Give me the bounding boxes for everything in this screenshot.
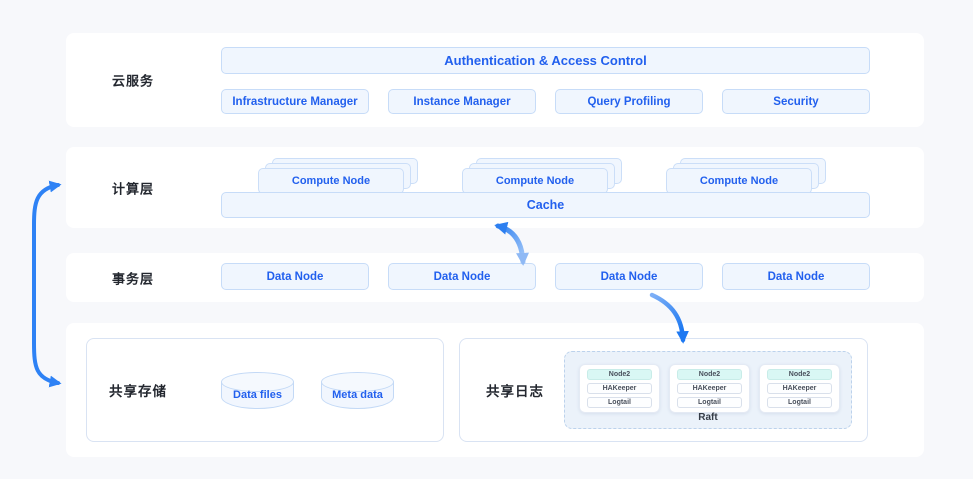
compute-node-box: Compute Node <box>666 168 812 194</box>
compute-storage-sync-arrow <box>32 180 62 388</box>
query-profiling-box: Query Profiling <box>555 89 703 114</box>
meta-data-label: Meta data <box>332 389 383 401</box>
layer-label-compute: 计算层 <box>111 181 154 196</box>
node2-chip: Node2 <box>767 369 832 380</box>
data-node-boxes: Data Node Data Node Data Node Data Node <box>221 263 870 290</box>
security-box: Security <box>722 89 870 114</box>
meta-data-cylinder: Meta data <box>321 372 394 409</box>
compute-node-stack-1: Compute Node <box>258 158 418 194</box>
compute-node-box: Compute Node <box>462 168 608 194</box>
raft-groups: Node2 HAKeeper Logtail Node2 HAKeeper Lo… <box>579 364 840 413</box>
raft-container: Node2 HAKeeper Logtail Node2 HAKeeper Lo… <box>564 351 852 429</box>
hakeeper-chip: HAKeeper <box>587 383 652 394</box>
cloud-service-boxes: Infrastructure Manager Instance Manager … <box>221 89 870 114</box>
raft-group-1: Node2 HAKeeper Logtail <box>579 364 660 413</box>
layer-label-transaction: 事务层 <box>111 271 154 286</box>
infrastructure-manager-box: Infrastructure Manager <box>221 89 369 114</box>
cache-bar: Cache <box>221 192 870 218</box>
layer-label-cloud: 云服务 <box>111 73 154 89</box>
shared-storage-card: 共享存储 Data files Meta data <box>86 338 444 442</box>
node2-chip: Node2 <box>587 369 652 380</box>
storage-layer-panel: 共享存储 Data files Meta data 共享日志 Node2 HAK… <box>66 323 924 457</box>
shared-log-label: 共享日志 <box>486 384 544 399</box>
compute-node-box: Compute Node <box>258 168 404 194</box>
raft-label: Raft <box>698 412 718 423</box>
node2-chip: Node2 <box>677 369 742 380</box>
logtail-chip: Logtail <box>767 397 832 408</box>
auth-access-control-bar: Authentication & Access Control <box>221 47 870 74</box>
raft-group-3: Node2 HAKeeper Logtail <box>759 364 840 413</box>
shared-log-card: 共享日志 Node2 HAKeeper Logtail Node2 HAKeep… <box>459 338 868 442</box>
logtail-chip: Logtail <box>677 397 742 408</box>
data-node-box-3: Data Node <box>555 263 703 290</box>
cylinder-top <box>221 372 294 392</box>
compute-layer-panel: 计算层 Compute Node Compute Node Compute No… <box>66 147 924 228</box>
data-files-cylinder: Data files <box>221 372 294 409</box>
logtail-chip: Logtail <box>587 397 652 408</box>
instance-manager-box: Instance Manager <box>388 89 536 114</box>
compute-node-stack-3: Compute Node <box>666 158 826 194</box>
hakeeper-chip: HAKeeper <box>767 383 832 394</box>
cloud-service-layer-panel: 云服务 Authentication & Access Control Infr… <box>66 33 924 127</box>
data-node-box-4: Data Node <box>722 263 870 290</box>
data-files-label: Data files <box>233 389 282 401</box>
raft-group-2: Node2 HAKeeper Logtail <box>669 364 750 413</box>
transaction-layer-panel: 事务层 Data Node Data Node Data Node Data N… <box>66 253 924 302</box>
shared-storage-label: 共享存储 <box>109 384 167 399</box>
cylinder-top <box>321 372 394 392</box>
hakeeper-chip: HAKeeper <box>677 383 742 394</box>
compute-node-stack-2: Compute Node <box>462 158 622 194</box>
data-node-box-2: Data Node <box>388 263 536 290</box>
data-node-box-1: Data Node <box>221 263 369 290</box>
